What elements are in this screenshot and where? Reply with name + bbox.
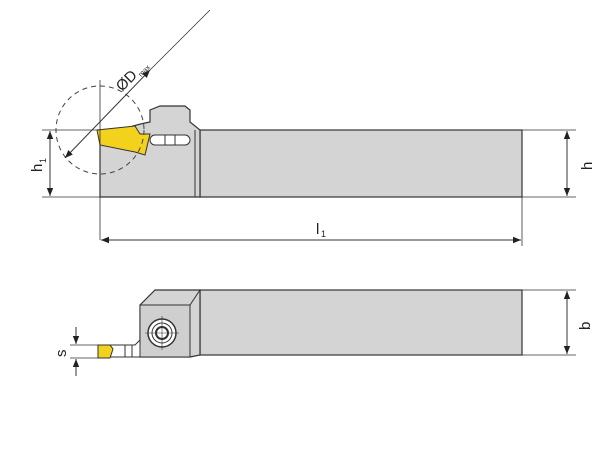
svg-text:h: h: [29, 164, 46, 172]
clamp-slot: [149, 134, 191, 146]
l1-label: l 1: [316, 221, 326, 239]
holder-head: [99, 105, 201, 198]
s-label: s: [53, 350, 70, 358]
h-label: h: [579, 162, 596, 170]
b-label: b: [577, 322, 594, 330]
svg-text:1: 1: [38, 158, 48, 163]
insert-side: [97, 344, 114, 359]
svg-text:l: l: [316, 221, 319, 238]
diameter-label: ØD max: [113, 64, 153, 95]
side-view: b s: [53, 289, 594, 376]
top-view: ØD max h 1 h l 1: [29, 9, 596, 246]
svg-text:max: max: [138, 64, 153, 79]
screw-icon: [145, 316, 179, 350]
shank-body: [199, 129, 523, 198]
svg-text:ØD: ØD: [113, 67, 141, 95]
svg-text:1: 1: [321, 229, 326, 239]
shank-side: [199, 289, 523, 356]
h1-label: h 1: [29, 158, 48, 172]
